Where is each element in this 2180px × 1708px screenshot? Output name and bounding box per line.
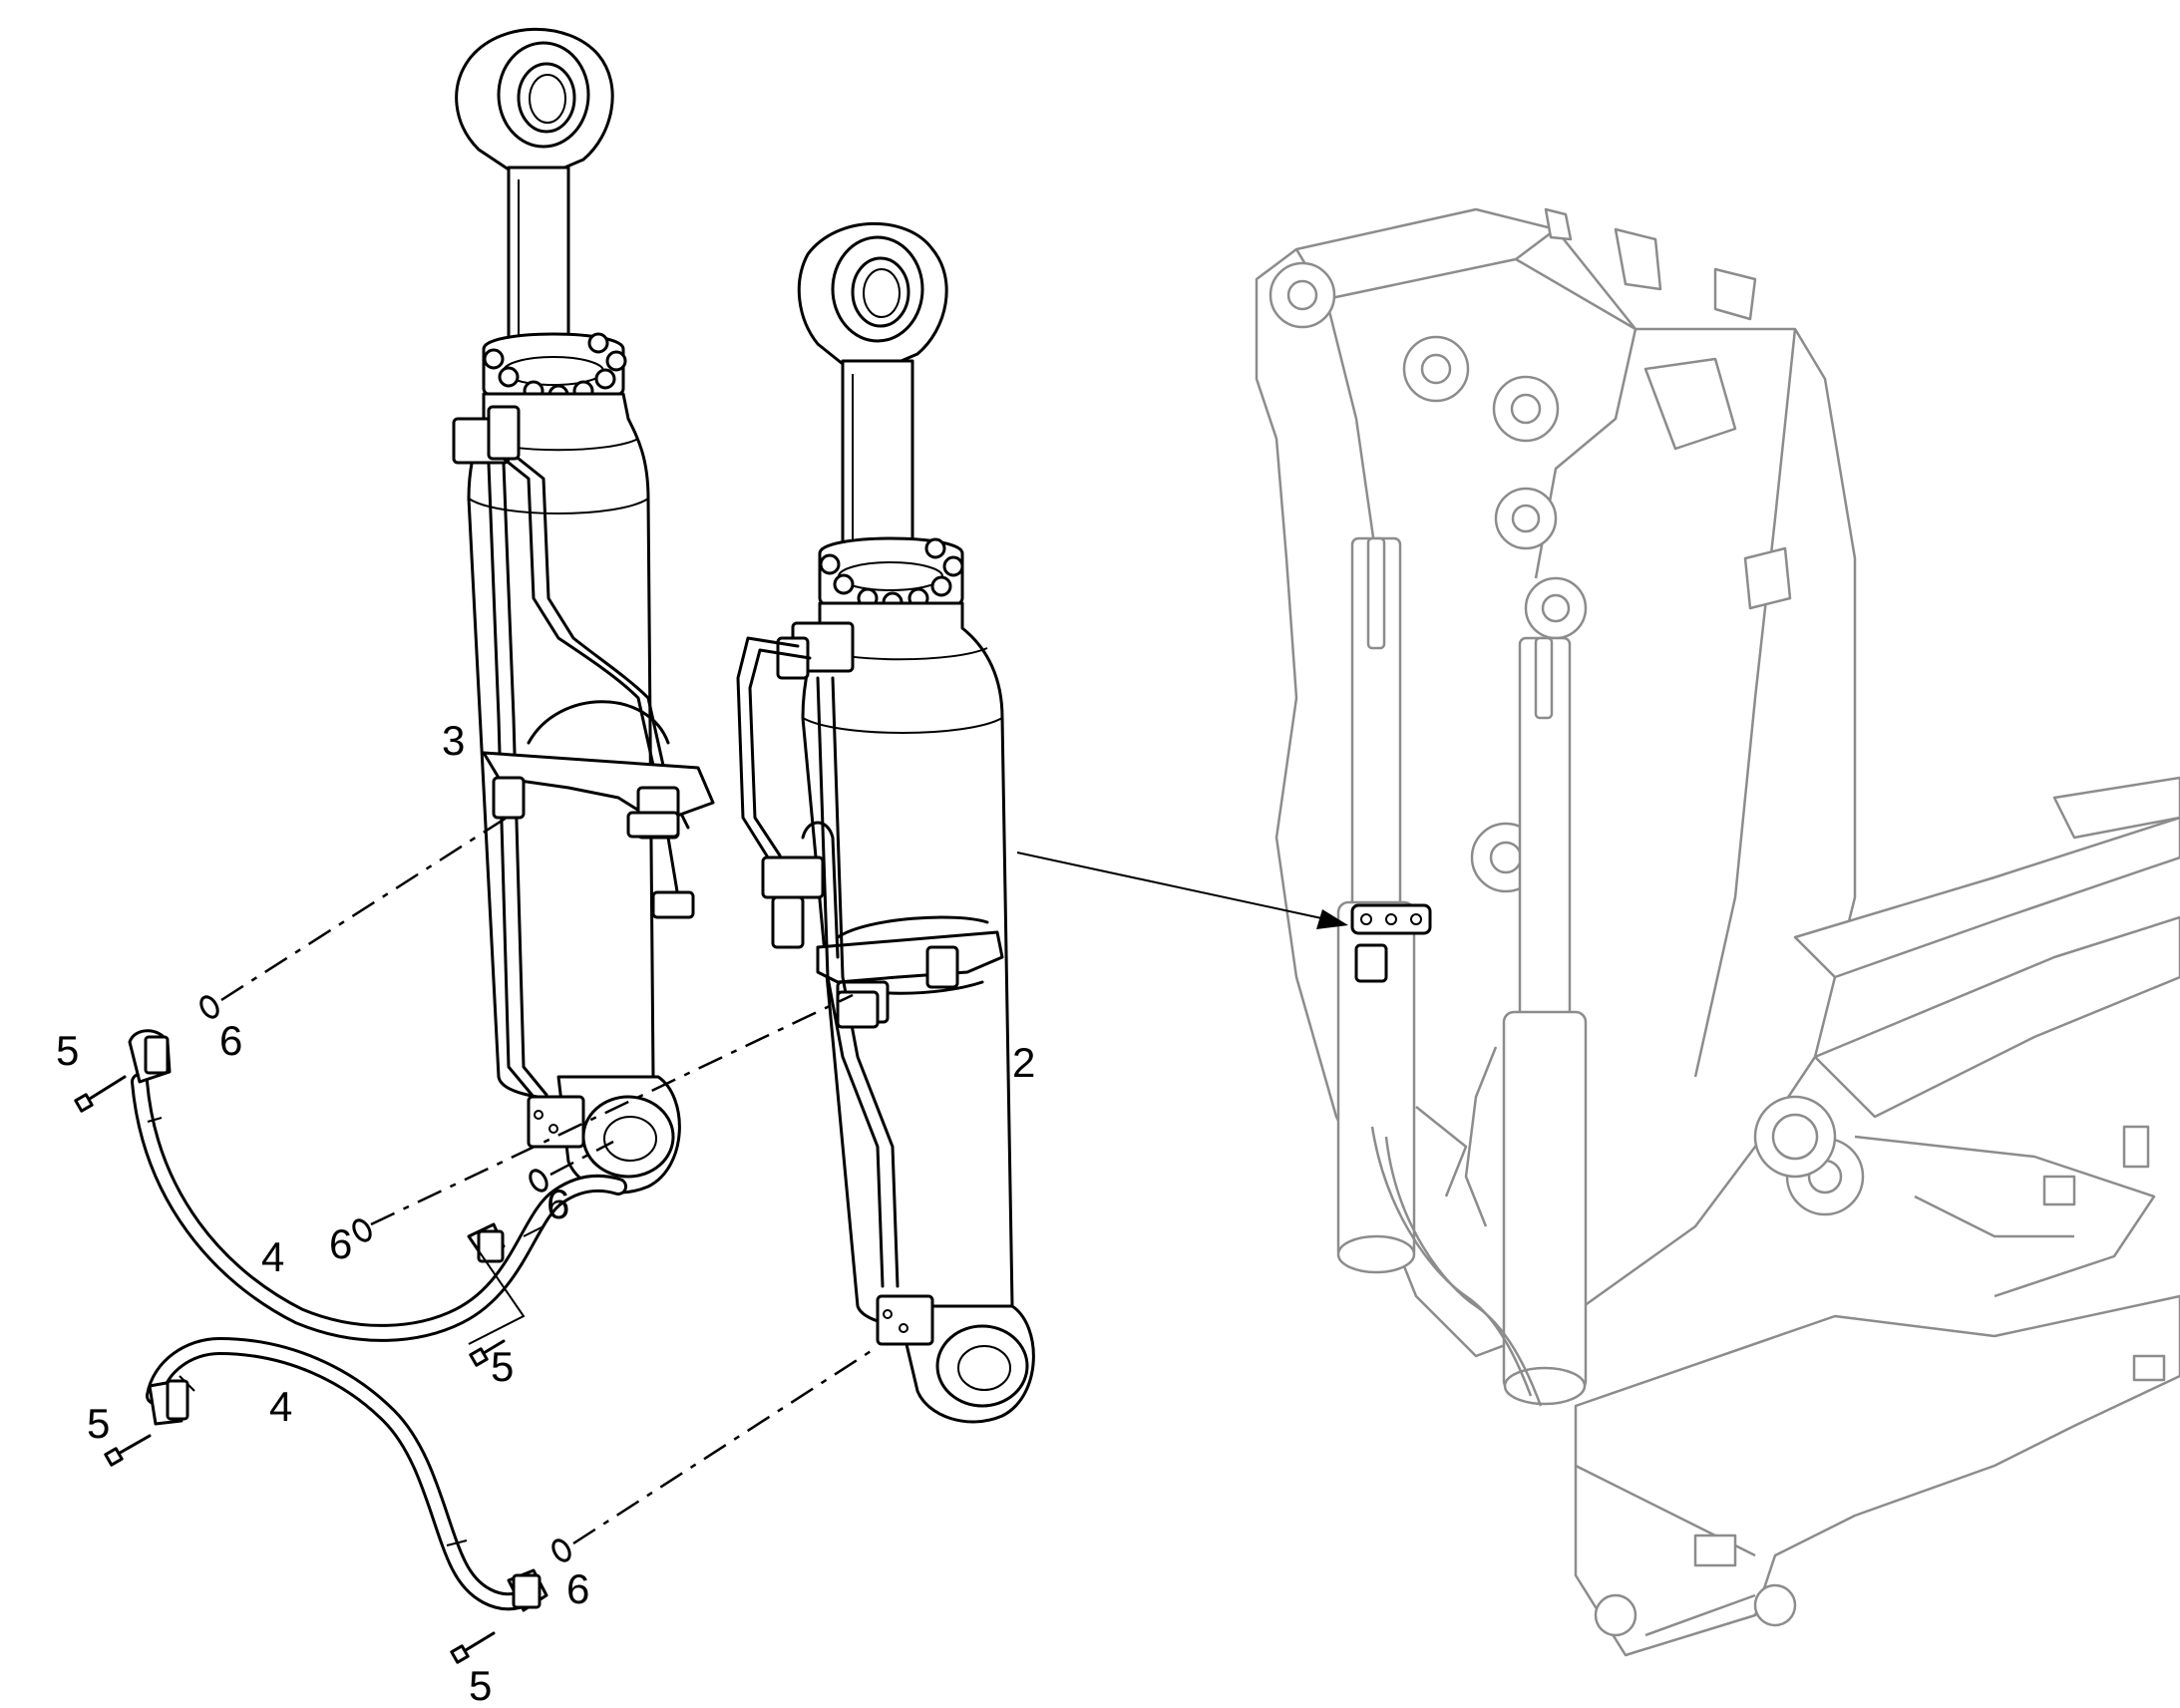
callout-5-a: 5 [56, 1027, 79, 1074]
machine-frame-context [1255, 207, 2180, 1657]
callout-4-upper: 4 [261, 1233, 284, 1280]
hose-4-upper [128, 1029, 627, 1342]
callout-6-b: 6 [329, 1220, 352, 1267]
callout-2: 2 [1012, 1039, 1035, 1086]
callout-3: 3 [442, 717, 465, 764]
callout-5-b: 5 [87, 1400, 110, 1447]
callout-6-d: 6 [566, 1565, 589, 1612]
callout-5-c: 5 [491, 1343, 514, 1390]
bolt-5-leader [468, 1235, 526, 1345]
hydraulic-cylinder-2 [736, 221, 1035, 1424]
bolts-5 [74, 1075, 506, 1664]
assembly-center-lines [220, 816, 877, 1545]
callout-5-d: 5 [469, 1662, 492, 1708]
hose-4-lower [146, 1336, 548, 1612]
hydraulic-cylinder-3 [452, 27, 715, 1195]
callout-6-c: 6 [546, 1181, 569, 1227]
callout-6-a: 6 [219, 1017, 242, 1064]
o-rings-6 [199, 995, 571, 1562]
installation-arrow [1016, 852, 1348, 929]
callout-4-lower: 4 [269, 1383, 292, 1430]
installed-cylinder-collar [1350, 903, 1432, 983]
